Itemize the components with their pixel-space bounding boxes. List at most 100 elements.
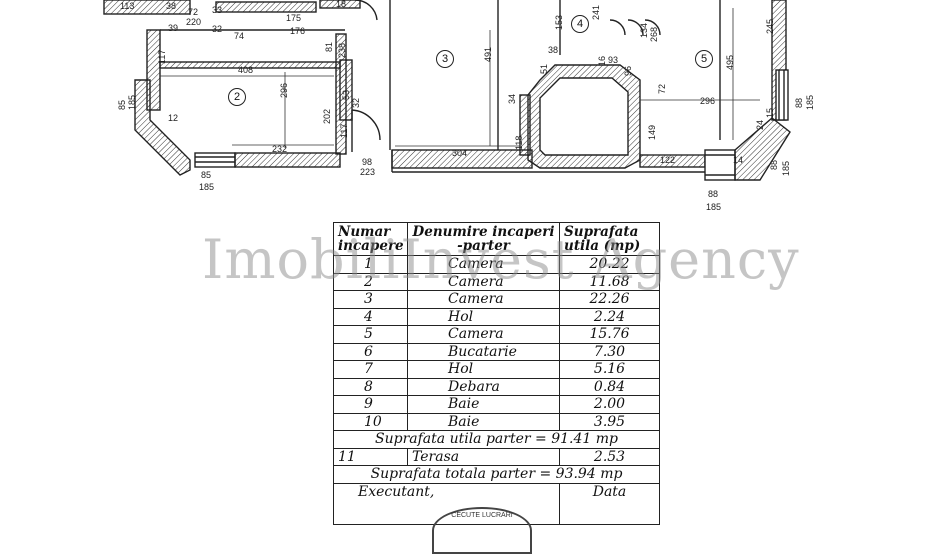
room-name-cell: Debara	[407, 377, 560, 396]
dimension-label: 39	[168, 23, 179, 33]
dimension-label: 117	[157, 49, 167, 64]
room-area-cell: 2.00	[559, 395, 660, 414]
dimension-label: 33	[212, 5, 223, 15]
dimension-label: 268	[649, 26, 659, 42]
room-number-cell: 6	[333, 342, 408, 361]
room-number-cell: 5	[333, 325, 408, 344]
area-table: Numar incapere Denumire incaperi -parter…	[333, 222, 660, 525]
dimension-label: 232	[272, 144, 288, 154]
table-row: 11 Terasa 2.53	[333, 447, 660, 466]
header-room-number: Numar incapere	[333, 222, 408, 256]
dimension-label: 24	[755, 119, 765, 130]
dimension-label: 238	[337, 42, 347, 58]
dimension-label: 93	[608, 55, 619, 65]
dimension-label: 175	[286, 13, 302, 23]
dimension-label: 296	[279, 82, 289, 98]
dimension-label: 38	[166, 1, 177, 11]
dimension-label: 220	[186, 17, 202, 27]
date-label: Data	[559, 482, 660, 525]
subtotal-text: Suprafata utila parter = 91.41 mp	[333, 430, 660, 449]
room-number-5: 5	[695, 50, 713, 68]
room-number-cell: 3	[333, 290, 408, 309]
dimension-label: 88	[708, 189, 719, 199]
dimension-label: 96	[623, 65, 633, 76]
dimension-label: 495	[725, 54, 735, 70]
dimension-label: 134	[639, 22, 649, 38]
room-number-cell: 11	[333, 447, 408, 466]
room-area-cell: 7.30	[559, 342, 660, 361]
room-name-cell: Hol	[407, 360, 560, 379]
room-name-cell: Hol	[407, 307, 560, 326]
room-name-cell: Terasa	[407, 447, 560, 466]
room-area-cell: 22.26	[559, 290, 660, 309]
dimension-label: 176	[290, 26, 306, 36]
dimension-label: 12	[168, 113, 179, 123]
room-name-cell: Camera	[407, 325, 560, 344]
dimension-label: 296	[700, 96, 716, 106]
dimension-label: 85	[201, 170, 212, 180]
dimension-label: 74	[234, 31, 245, 41]
dimension-label: 81	[324, 41, 334, 52]
room-area-cell: 3.95	[559, 412, 660, 431]
room-number-cell: 7	[333, 360, 408, 379]
subtotal-row: Suprafata utila parter = 91.41 mp	[333, 430, 660, 449]
dimension-label: 72	[657, 83, 667, 94]
dimension-label: 16	[597, 55, 607, 66]
dimension-label: 408	[238, 65, 254, 75]
watermark: ImobiliInvest Agency	[202, 228, 800, 291]
total-text: Suprafata totala parter = 93.94 mp	[333, 465, 660, 484]
floor-plan	[103, 0, 791, 181]
dimension-label: 185	[199, 182, 215, 192]
dimension-label: 85	[117, 99, 127, 110]
room-name-cell: Baie	[407, 412, 560, 431]
room-area-cell: 5.16	[559, 360, 660, 379]
header-usable-area: Suprafata utila (mp)	[559, 222, 660, 256]
dimension-label: 185	[706, 202, 722, 212]
dimension-label: 88	[794, 97, 804, 108]
room-area-cell: 0.84	[559, 377, 660, 396]
room-name-cell: Bucatarie	[407, 342, 560, 361]
dimension-label: 98	[362, 157, 373, 167]
dimension-label: 153	[554, 14, 564, 30]
dimension-label: 223	[360, 167, 376, 177]
total-row: Suprafata totala parter = 93.94 mp	[333, 465, 660, 484]
dimension-label: 304	[452, 148, 468, 158]
dimension-label: 117	[339, 123, 349, 138]
room-name-cell: Baie	[407, 395, 560, 414]
room-number-cell: 9	[333, 395, 408, 414]
room-name-cell: Camera	[407, 290, 560, 309]
dimension-label: 32	[212, 24, 223, 34]
dimension-label: 118	[514, 135, 524, 150]
room-area-cell: 2.24	[559, 307, 660, 326]
room-number-4: 4	[571, 15, 589, 33]
dimension-label: 245	[765, 18, 775, 34]
dimension-label: 113	[120, 1, 135, 11]
room-area-cell: 2.53	[559, 447, 660, 466]
dimension-label: 53	[341, 89, 351, 100]
dimension-label: 185	[781, 160, 791, 176]
stamp: CECUTE LUCRARI	[432, 507, 532, 554]
room-area-cell: 15.76	[559, 325, 660, 344]
room-number-3: 3	[436, 50, 454, 68]
dimension-label: 14	[733, 155, 744, 165]
dimension-label: 202	[322, 108, 332, 124]
dimension-label: 15	[765, 107, 775, 118]
table-header-row: Numar incapere Denumire incaperi -parter…	[333, 222, 660, 256]
dimension-label: 185	[127, 94, 137, 110]
dimension-label: 32	[351, 97, 361, 108]
dimension-label: 51	[539, 63, 549, 74]
room-area-cell: 11.68	[559, 272, 660, 291]
dimension-label: 185	[805, 94, 815, 110]
room-number-cell: 10	[333, 412, 408, 431]
room-number-cell: 4	[333, 307, 408, 326]
dimension-label: 18	[336, 0, 347, 9]
